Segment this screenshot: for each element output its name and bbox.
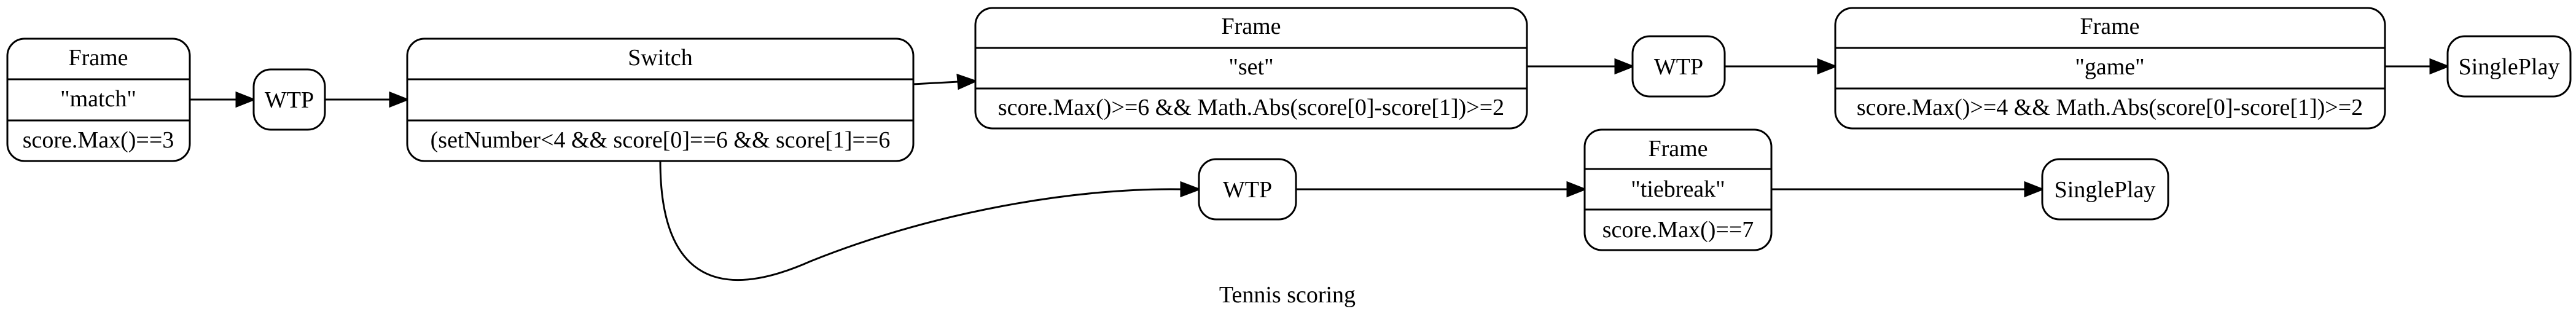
arrowhead-singleplay-2 (2024, 181, 2045, 198)
arrowhead-singleplay (2429, 58, 2451, 75)
frame-name-label: "game" (2075, 54, 2144, 80)
arrowhead-wtp-2 (1614, 58, 1636, 75)
frame-type-label: Frame (1648, 136, 1708, 162)
switch-condition-label: (setNumber<4 && score[0]==6 && score[1]=… (431, 127, 891, 153)
wtp-label: WTP (1654, 54, 1703, 80)
frame-condition-label: score.Max()==3 (23, 127, 174, 153)
frame-name-label: "tiebreak" (1631, 176, 1725, 202)
frame-type-label: Frame (68, 45, 128, 71)
switch-type-label: Switch (628, 45, 693, 71)
diagram-caption: Tennis scoring (1219, 282, 1356, 308)
arrowhead-wtp (235, 91, 257, 108)
edges (190, 58, 2451, 281)
singleplay-node-2: SinglePlay (2041, 158, 2169, 221)
singleplay-label: SinglePlay (2055, 177, 2156, 203)
wtp-label: WTP (1223, 177, 1272, 203)
frame-node-game: Frame "game" score.Max()>=4 && Math.Abs(… (1834, 7, 2386, 130)
frame-node-match: Frame "match" score.Max()==3 (6, 37, 191, 162)
wtp-label: WTP (265, 87, 314, 113)
frame-name-label: "set" (1228, 54, 1273, 80)
arrowhead-set (956, 73, 978, 90)
arrowhead-tiebreak (1566, 181, 1588, 198)
arrowhead-game (1817, 58, 1838, 75)
frame-node-tiebreak: Frame "tiebreak" score.Max()==7 (1583, 128, 1773, 251)
frame-condition-label: score.Max()==7 (1602, 217, 1754, 243)
singleplay-node-1: SinglePlay (2446, 35, 2572, 98)
frame-node-set: Frame "set" score.Max()>=6 && Math.Abs(s… (974, 7, 1528, 130)
switch-node: Switch (setNumber<4 && score[0]==6 && sc… (406, 37, 915, 162)
edge-switch-to-set (913, 80, 959, 85)
edge-switch-to-wtp-curve (659, 160, 1183, 281)
frame-type-label: Frame (1221, 14, 1281, 39)
wtp-node-1: WTP (252, 68, 326, 131)
arrowhead-wtp-3 (1180, 181, 1202, 198)
frame-type-label: Frame (2080, 14, 2139, 39)
frame-condition-label: score.Max()>=6 && Math.Abs(score[0]-scor… (998, 95, 1504, 120)
singleplay-label: SinglePlay (2459, 54, 2560, 80)
wtp-node-3: WTP (1198, 158, 1297, 221)
wtp-node-2: WTP (1631, 35, 1726, 98)
arrowhead-switch (389, 91, 410, 108)
frame-condition-label: score.Max()>=4 && Math.Abs(score[0]-scor… (1857, 95, 2363, 120)
frame-name-label: "match" (60, 86, 136, 112)
